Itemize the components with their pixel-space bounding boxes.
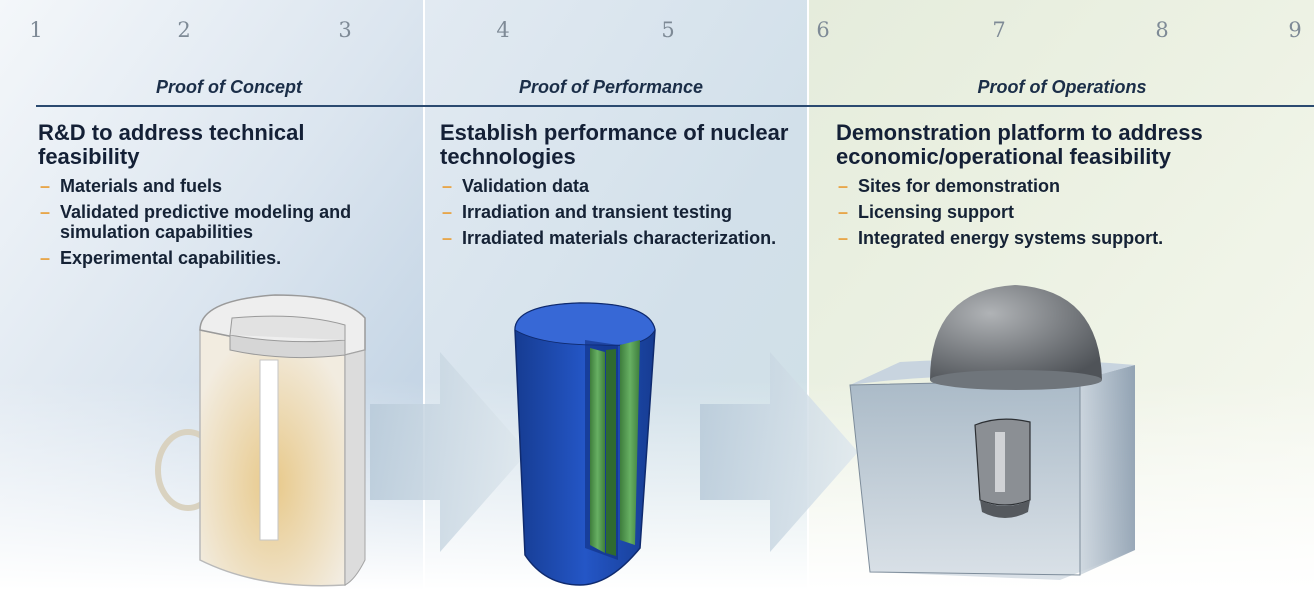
phase-title-concept: Proof of Concept bbox=[156, 77, 302, 97]
cutaway-cylinder-icon bbox=[155, 294, 366, 587]
phase-heading: Demonstration platform to address econom… bbox=[836, 120, 1203, 169]
dash-icon: – bbox=[40, 176, 51, 196]
bullet-list: –Validation data –Irradiation and transi… bbox=[440, 176, 800, 248]
reactor-containment-icon bbox=[849, 285, 1135, 580]
dash-icon: – bbox=[838, 202, 849, 222]
list-item: –Validation data bbox=[440, 176, 800, 196]
trl-number-4: 4 bbox=[496, 18, 510, 42]
fuel-rod-cutaway-icon bbox=[514, 302, 656, 586]
dash-icon: – bbox=[838, 228, 849, 248]
dash-icon: – bbox=[838, 176, 849, 196]
dash-icon: – bbox=[442, 202, 453, 222]
phase-divider-rule bbox=[36, 105, 1314, 107]
bullet-list: –Sites for demonstration –Licensing supp… bbox=[836, 176, 1296, 248]
phase-heading: Establish performance of nuclear technol… bbox=[440, 120, 789, 169]
list-item: –Integrated energy systems support. bbox=[836, 228, 1296, 248]
phase-heading: R&D to address technical feasibility bbox=[38, 120, 305, 169]
list-item: –Licensing support bbox=[836, 202, 1296, 222]
trl-number-8: 8 bbox=[1155, 18, 1169, 42]
list-item: –Irradiated materials characterization. bbox=[440, 228, 800, 248]
dash-icon: – bbox=[40, 248, 51, 268]
bullet-text: Licensing support bbox=[858, 202, 1015, 222]
list-item: –Validated predictive modeling and simul… bbox=[38, 202, 410, 242]
dash-icon: – bbox=[442, 228, 453, 248]
trl-number-3: 3 bbox=[338, 18, 352, 42]
trl-number-5: 5 bbox=[661, 18, 675, 42]
trl-number-9: 9 bbox=[1288, 18, 1302, 42]
phase-block-performance: Establish performance of nuclear technol… bbox=[440, 121, 800, 254]
phase-block-operations: Demonstration platform to address econom… bbox=[836, 121, 1296, 254]
bullet-list: –Materials and fuels –Validated predicti… bbox=[38, 176, 410, 268]
trl-number-2: 2 bbox=[177, 18, 191, 42]
dash-icon: – bbox=[40, 202, 51, 222]
bullet-text: Irradiation and transient testing bbox=[462, 202, 733, 222]
bullet-text: Validated predictive modeling and simula… bbox=[60, 202, 352, 242]
bullet-text: Integrated energy systems support. bbox=[858, 228, 1164, 248]
list-item: –Irradiation and transient testing bbox=[440, 202, 800, 222]
dash-icon: – bbox=[442, 176, 453, 196]
phase-block-concept: R&D to address technical feasibility –Ma… bbox=[38, 121, 410, 274]
phase-title-operations: Proof of Operations bbox=[977, 77, 1147, 97]
trl-number-1: 1 bbox=[29, 18, 43, 42]
trl-number-6: 6 bbox=[816, 18, 830, 42]
bullet-text: Irradiated materials characterization. bbox=[462, 228, 777, 248]
bullet-text: Sites for demonstration bbox=[858, 176, 1061, 196]
trl-number-7: 7 bbox=[992, 18, 1006, 42]
bullet-text: Validation data bbox=[462, 176, 590, 196]
bullet-text: Experimental capabilities. bbox=[60, 248, 282, 268]
list-item: –Sites for demonstration bbox=[836, 176, 1296, 196]
list-item: –Experimental capabilities. bbox=[38, 248, 410, 268]
list-item: –Materials and fuels bbox=[38, 176, 410, 196]
phase-title-performance: Proof of Performance bbox=[518, 77, 704, 97]
bullet-text: Materials and fuels bbox=[60, 176, 223, 196]
